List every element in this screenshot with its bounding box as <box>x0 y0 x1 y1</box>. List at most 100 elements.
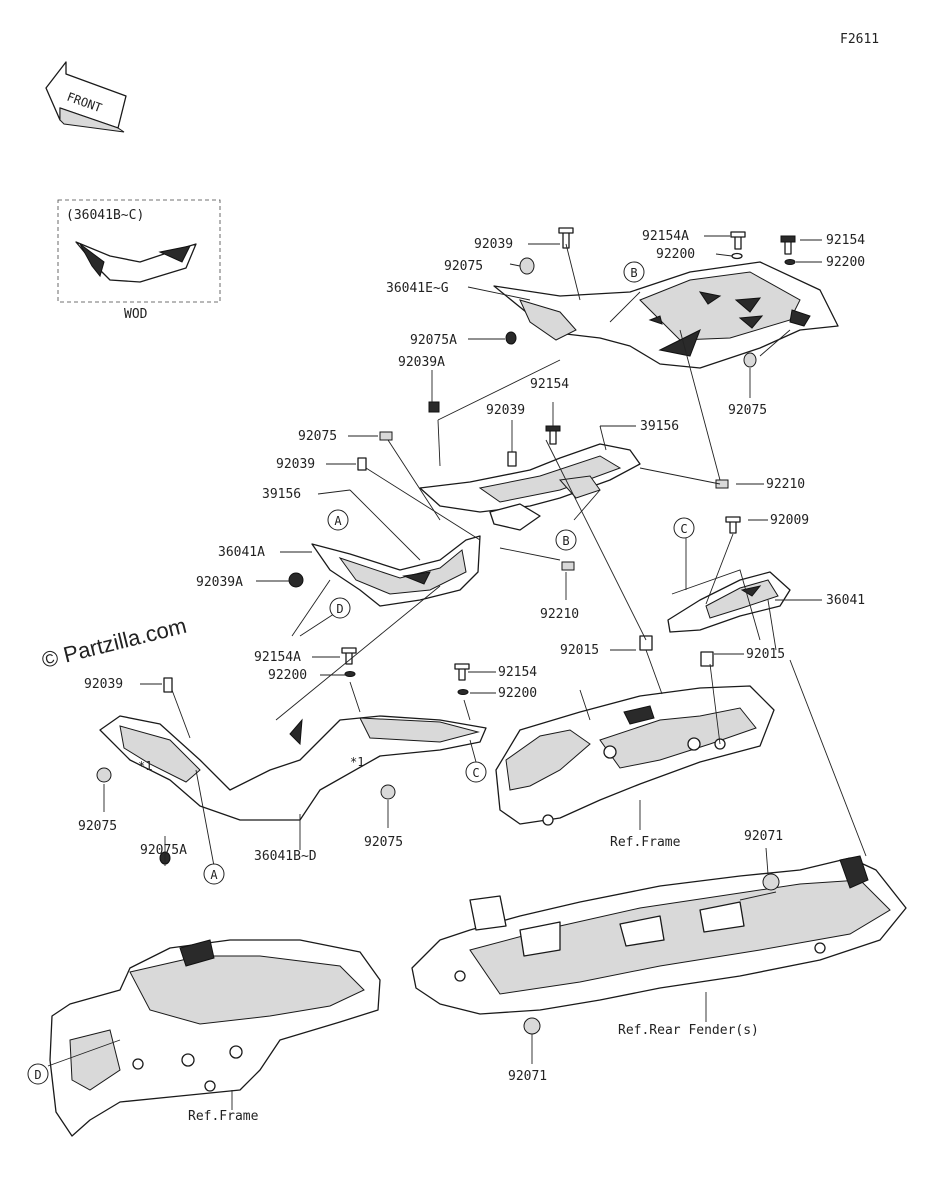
callout-circle: C <box>673 517 695 539</box>
part-label: 92200 <box>498 686 537 701</box>
callout-letter: D <box>336 602 343 616</box>
part-label: 36041B~D <box>254 849 317 864</box>
part-label: 92009 <box>770 513 809 528</box>
rear-fender-assembly <box>411 855 907 1015</box>
part-label: 92015 <box>746 647 785 662</box>
bolt-icon <box>780 235 796 255</box>
grommet-icon <box>762 873 780 891</box>
part-label: 92200 <box>656 247 695 262</box>
side-cover-36041A <box>311 535 481 607</box>
washer-icon <box>457 689 469 695</box>
callout-circle: D <box>329 597 351 619</box>
part-label: 39156 <box>262 487 301 502</box>
part-label: Ref.Frame <box>188 1109 259 1124</box>
lower-side-cowl <box>99 715 487 821</box>
part-label: 92154 <box>826 233 865 248</box>
part-label: 92075 <box>728 403 767 418</box>
part-label: 92200 <box>268 668 307 683</box>
part-label: 92075A <box>410 333 457 348</box>
rear-subframe <box>495 685 775 826</box>
callout-letter: B <box>630 266 637 280</box>
washer-icon <box>784 259 796 265</box>
part-label: 36041E~G <box>386 281 449 296</box>
bolt-icon <box>730 231 746 250</box>
part-label: 92154A <box>642 229 689 244</box>
main-frame <box>49 939 381 1137</box>
part-label: 92075 <box>298 429 337 444</box>
part-label: *1 <box>138 759 152 773</box>
part-label: 92071 <box>744 829 783 844</box>
callout-letter: B <box>562 534 569 548</box>
upper-tail-cowl <box>493 261 839 369</box>
part-label: 39156 <box>640 419 679 434</box>
part-label: 92154A <box>254 650 301 665</box>
inset-title: (36041B~C) <box>66 208 144 223</box>
callout-circle: A <box>327 509 349 531</box>
grommet-icon <box>380 784 396 800</box>
part-label: *1 <box>350 755 364 769</box>
grommet-icon <box>519 257 535 275</box>
collar-icon <box>639 635 653 651</box>
part-label: 92039A <box>196 575 243 590</box>
fastener-icon <box>507 451 517 467</box>
callout-letter: D <box>34 1068 41 1082</box>
leader-lines <box>47 235 867 1110</box>
callout-circle: D <box>27 1063 49 1085</box>
callout-circle: B <box>555 529 577 551</box>
part-label: 92039 <box>474 237 513 252</box>
part-label: 92154 <box>530 377 569 392</box>
part-label: 92075 <box>444 259 483 274</box>
hardware <box>96 227 796 1035</box>
front-arrow-icon: FRONT <box>45 61 127 133</box>
fastener-icon <box>357 457 367 471</box>
part-label: 36041A <box>218 545 265 560</box>
part-label: 92154 <box>498 665 537 680</box>
part-label: 92075 <box>364 835 403 850</box>
part-label: 92210 <box>540 607 579 622</box>
callout-circle: B <box>623 261 645 283</box>
callout-circle: A <box>203 863 225 885</box>
inset-box: (36041B~C) WOD <box>57 199 221 322</box>
part-label: 92039 <box>276 457 315 472</box>
washer-icon <box>344 671 356 677</box>
watermark: © Partzilla.com <box>39 613 189 673</box>
part-label: 92039 <box>84 677 123 692</box>
bolt-icon <box>545 425 561 445</box>
grommet-icon <box>523 1017 541 1035</box>
part-label: 92039 <box>486 403 525 418</box>
callout-letter: C <box>472 766 479 780</box>
callout-letter: A <box>210 868 218 882</box>
bolt-icon <box>558 227 574 249</box>
part-label: 92200 <box>826 255 865 270</box>
grommet-icon <box>743 352 757 368</box>
inset-caption: WOD <box>124 307 148 322</box>
bolt-icon <box>454 663 470 681</box>
part-label: 92075A <box>140 843 187 858</box>
clip-icon <box>428 401 440 413</box>
part-label: 36041 <box>826 593 865 608</box>
part-label: 92210 <box>766 477 805 492</box>
part-label: 92039A <box>398 355 445 370</box>
bolt-icon <box>725 516 741 534</box>
grommet-icon <box>288 572 304 588</box>
fastener-icon <box>163 677 173 693</box>
part-label: 92071 <box>508 1069 547 1084</box>
part-label: 92015 <box>560 643 599 658</box>
grommet-icon <box>505 331 517 345</box>
callout-letter: A <box>334 514 342 528</box>
part-labels: 92039 92075 36041E~G 92075A 92039A 92154… <box>78 229 865 1124</box>
callout-circle: C <box>465 761 487 783</box>
part-label: Ref.Frame <box>610 835 681 850</box>
clip-icon <box>561 561 575 571</box>
part-label: 92075 <box>78 819 117 834</box>
figure-code: F2611 <box>840 32 879 47</box>
callout-letter: C <box>680 522 687 536</box>
clip-icon <box>715 479 729 489</box>
part-label: Ref.Rear Fender(s) <box>618 1023 759 1038</box>
middle-tail-parts <box>419 443 641 531</box>
grommet-icon <box>379 431 393 441</box>
collar-icon <box>700 651 714 667</box>
washer-icon <box>731 252 743 260</box>
